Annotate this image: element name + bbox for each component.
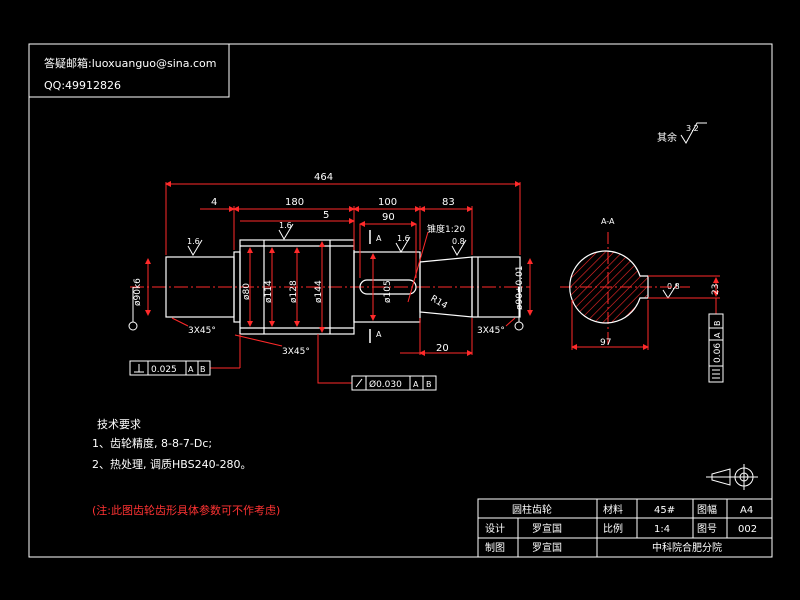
depth-97: 97 <box>600 338 611 348</box>
dim-83: 83 <box>442 197 455 208</box>
chamfer-right: 3X45° <box>477 326 505 336</box>
roughness-rest-value: 3.2 <box>686 124 699 133</box>
roughness-0-8-key: 0.8 <box>667 282 680 291</box>
tb-part-name: 圆柱齿轮 <box>512 503 552 516</box>
section-mark-a-bottom: A <box>376 330 382 339</box>
dim-90: 90 <box>382 212 395 223</box>
roughness-1-6-gear: 1.6 <box>279 221 292 230</box>
perpendicularity-frame: 0.025 A B <box>129 334 241 376</box>
general-roughness: 其余 3.2 <box>657 122 707 144</box>
tb-drawing-no-value: 002 <box>738 524 757 535</box>
taper-label: 锥度1:20 <box>427 223 465 235</box>
diameter-dimensions <box>145 241 533 333</box>
runout-datum-b: B <box>426 380 432 389</box>
roughness-1-6-left: 1.6 <box>187 237 200 246</box>
dim-phi114: ø114 <box>264 280 274 303</box>
projection-symbol <box>706 464 758 490</box>
tb-sheet-label: 图幅 <box>697 503 717 516</box>
dim-phi128: ø128 <box>289 280 299 303</box>
dim-phi105: ø105 <box>383 280 393 303</box>
key-width-23: 23 <box>711 284 721 295</box>
perp-datum-b: B <box>200 365 206 374</box>
tb-drawing-no-label: 图号 <box>697 523 717 535</box>
roughness-1-6-mid: 1.6 <box>397 234 410 243</box>
tech-note: (注:此图齿轮齿形具体参数可不作考虑) <box>92 503 280 517</box>
dim-phi90-right: ø90±0.01 <box>515 265 525 310</box>
tb-scale-label: 比例 <box>603 522 623 535</box>
tb-drawn-label: 制图 <box>485 541 505 554</box>
tb-scale-value: 1:4 <box>654 524 670 535</box>
contact-box: 答疑邮箱:luoxuanguo@sina.com QQ:49912826 <box>28 43 230 98</box>
contact-qq: QQ:49912826 <box>44 79 121 92</box>
perp-value: 0.025 <box>151 365 177 375</box>
tb-designer: 罗宣国 <box>532 522 562 535</box>
runout-value: Ø0.030 <box>369 379 402 390</box>
tb-org: 中科院合肥分院 <box>652 541 722 554</box>
tb-material-label: 材料 <box>603 503 623 516</box>
runout-frame: Ø0.030 A B <box>317 334 437 391</box>
tech-title: 技术要求 <box>97 418 141 431</box>
dim-phi144: ø144 <box>314 280 324 303</box>
tech-item-2: 2、热处理, 调质HBS240-280。 <box>92 458 252 471</box>
dim-5: 5 <box>323 210 329 221</box>
drawing-border <box>28 43 773 558</box>
section-view-aa: A-A 23 97 <box>560 217 721 350</box>
tb-sheet-value: A4 <box>740 505 753 516</box>
chamfer-mid: 3X45° <box>282 347 310 357</box>
sym-value: 0.06 <box>713 343 723 363</box>
roughness-rest-label: 其余 <box>657 131 677 144</box>
section-title: A-A <box>601 217 615 226</box>
symmetry-frame: B A 0.06 <box>708 298 724 383</box>
tb-material-value: 45# <box>654 505 675 516</box>
sym-datum-b: B <box>713 321 722 327</box>
chamfer-left: 3X45° <box>188 326 216 336</box>
tb-design-label: 设计 <box>485 522 505 535</box>
dim-100: 100 <box>378 197 397 208</box>
technical-requirements: 技术要求 1、齿轮精度, 8-8-7-Dc; 2、热处理, 调质HBS240-2… <box>92 418 280 517</box>
perp-datum-a: A <box>188 365 194 374</box>
runout-datum-a: A <box>413 380 419 389</box>
tb-drawer: 罗宣国 <box>532 541 562 554</box>
tech-item-1: 1、齿轮精度, 8-8-7-Dc; <box>92 436 212 450</box>
shaft-outline <box>165 239 521 335</box>
dim-20: 20 <box>436 343 449 354</box>
dim-phi90-left: ø90k6 <box>133 278 143 306</box>
radius-r14: R14 <box>429 294 450 312</box>
roughness-0-8-right: 0.8 <box>452 237 465 246</box>
dim-4: 4 <box>211 197 217 208</box>
sym-datum-a: A <box>713 332 722 338</box>
section-mark-a-top: A <box>376 234 382 243</box>
datum-symbols <box>128 287 524 331</box>
dim-phi80: ø80 <box>242 283 252 300</box>
dim-overall-length: 464 <box>314 172 333 183</box>
contact-email: 答疑邮箱:luoxuanguo@sina.com <box>44 56 217 70</box>
dim-180: 180 <box>285 197 304 208</box>
title-block <box>477 498 773 558</box>
length-dimensions <box>165 181 521 356</box>
chamfers <box>171 317 516 347</box>
